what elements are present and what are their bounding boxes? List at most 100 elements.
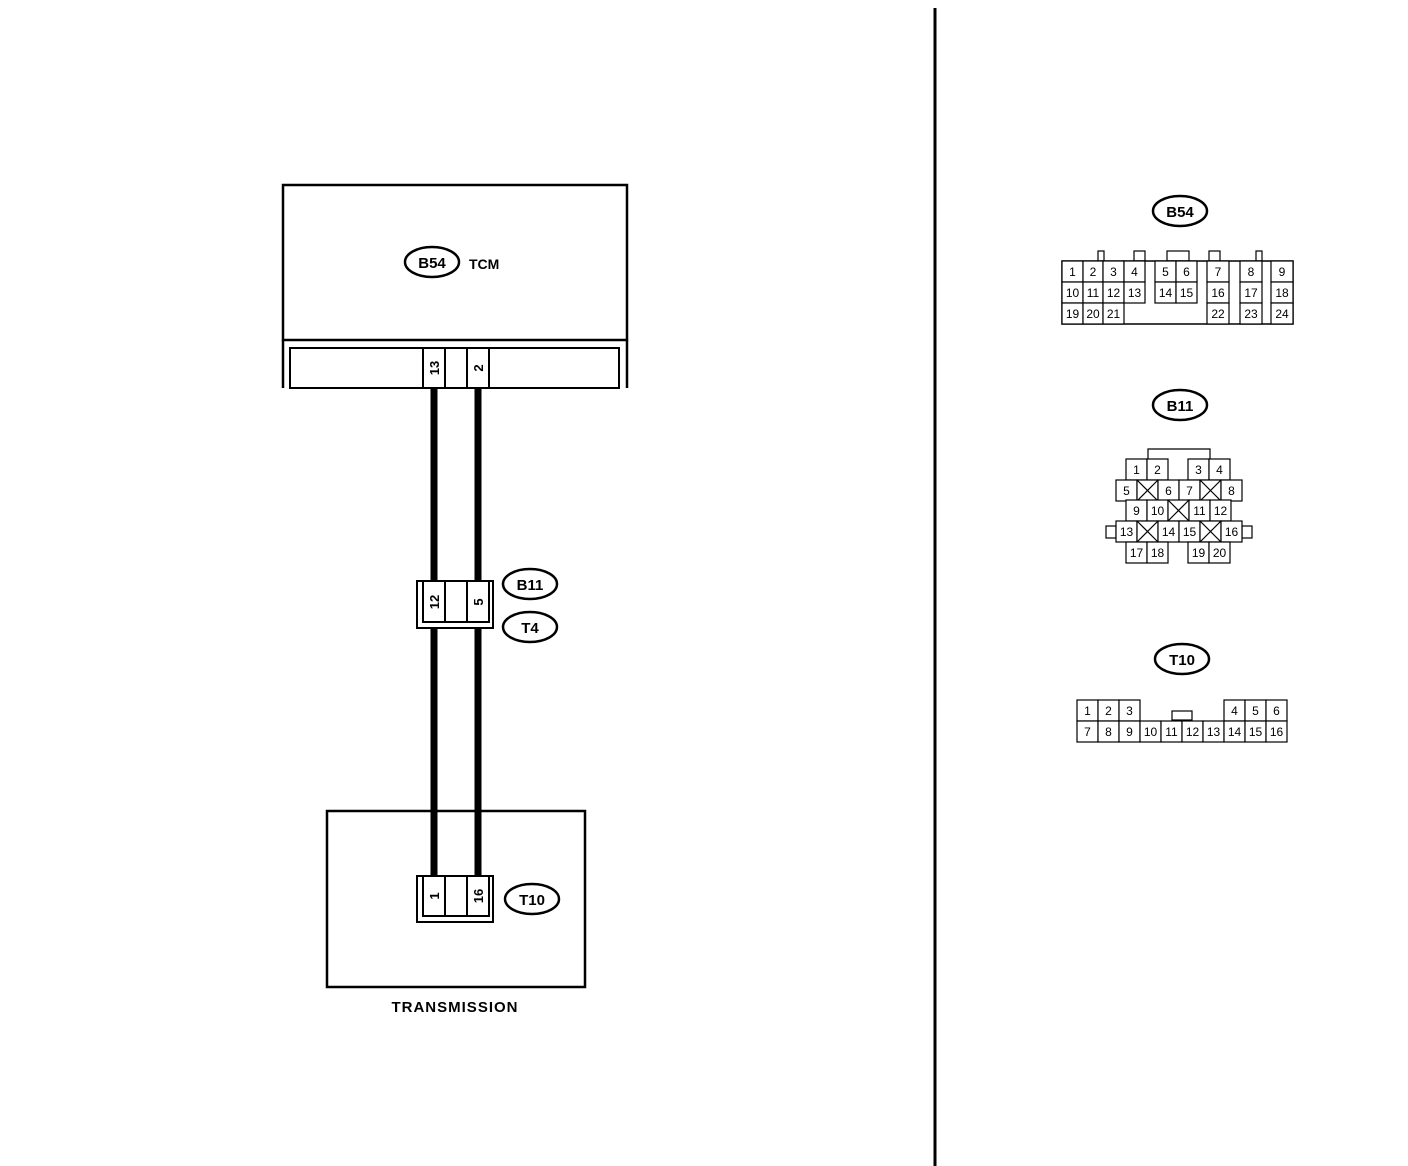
joint-connector: 12 5 B11 T4 xyxy=(416,567,559,644)
b11-cavity-label: 10 xyxy=(1151,504,1165,518)
b54-cavity xyxy=(1102,302,1125,325)
blank-cavity-mark xyxy=(1136,520,1159,543)
t4-connector-badge xyxy=(501,610,559,644)
b54-cavity-label: 22 xyxy=(1211,307,1225,321)
b54-cavity xyxy=(1239,302,1263,325)
b54-cavity-label: 14 xyxy=(1159,286,1173,300)
b11-cavity-label: 14 xyxy=(1162,525,1176,539)
t10-cavity-label: 15 xyxy=(1249,725,1263,739)
b11-cavity-label: 6 xyxy=(1165,484,1172,498)
b11-cavity-label: 9 xyxy=(1133,504,1140,518)
tcm-connector-label: B54 xyxy=(418,255,446,272)
t10-connector-label: T10 xyxy=(519,892,545,909)
tcm-pin-2: 2 xyxy=(471,364,486,371)
b11-cavity xyxy=(1220,520,1243,543)
b54-cavity-label: 24 xyxy=(1275,307,1289,321)
b11-cavity-label: 13 xyxy=(1120,525,1134,539)
t10-cavity-label: 6 xyxy=(1273,704,1280,718)
b11-cavity xyxy=(1146,541,1169,564)
b54-cavity-label: 13 xyxy=(1128,286,1142,300)
b54-cavity xyxy=(1175,281,1198,304)
b54-cavity-label: 21 xyxy=(1107,307,1121,321)
b54-cavity xyxy=(1206,302,1230,325)
blank-cavity-mark xyxy=(1199,479,1222,502)
b11-face-badge xyxy=(1151,388,1209,422)
b54-cavity-label: 7 xyxy=(1215,265,1222,279)
b11-cavity-label: 18 xyxy=(1151,546,1165,560)
b11-cavity-label: 7 xyxy=(1186,484,1193,498)
b11-cavity-label: 5 xyxy=(1123,484,1130,498)
joint-pin-12: 12 xyxy=(427,595,442,609)
t10-cavity-label: 8 xyxy=(1105,725,1112,739)
b54-cavity-label: 15 xyxy=(1180,286,1194,300)
tcm-name-label: TCM xyxy=(469,256,499,272)
tcm-pin-13: 13 xyxy=(427,361,442,375)
b11-cavity-label: 19 xyxy=(1192,546,1206,560)
t10-cavity-label: 13 xyxy=(1207,725,1221,739)
b54-cavity-label: 5 xyxy=(1162,265,1169,279)
b54-cavity-label: 18 xyxy=(1275,286,1289,300)
b11-cavity-label: 3 xyxy=(1195,463,1202,477)
t4-connector-label: T4 xyxy=(521,620,539,637)
t10-cavity-label: 12 xyxy=(1186,725,1200,739)
b54-cavity-label: 11 xyxy=(1087,286,1100,300)
t10-cavity-label: 10 xyxy=(1144,725,1158,739)
b54-face-label: B54 xyxy=(1166,204,1194,221)
b11-connector-label: B11 xyxy=(517,577,544,594)
t10-cavity-label: 1 xyxy=(1084,704,1091,718)
transmission-label: TRANSMISSION xyxy=(391,999,518,1016)
b11-cavity-label: 16 xyxy=(1225,525,1239,539)
b11-cavity-label: 2 xyxy=(1154,463,1161,477)
b54-cavity-label: 17 xyxy=(1244,286,1258,300)
t10-cavity-label: 7 xyxy=(1084,725,1091,739)
b54-cavity-label: 23 xyxy=(1244,307,1258,321)
t10-cavity-label: 11 xyxy=(1165,725,1178,739)
b54-cavity-label: 9 xyxy=(1279,265,1286,279)
b54-cavity-label: 20 xyxy=(1086,307,1100,321)
b54-cavity-label: 8 xyxy=(1248,265,1255,279)
t10-cavity-label: 4 xyxy=(1231,704,1238,718)
b11-cavity-label: 12 xyxy=(1214,504,1228,518)
b54-cavity-label: 12 xyxy=(1107,286,1121,300)
b11-cavity-label: 11 xyxy=(1193,504,1206,518)
b54-cavity-label: 2 xyxy=(1090,265,1097,279)
b54-cavity-label: 10 xyxy=(1066,286,1080,300)
b54-cavity-label: 4 xyxy=(1131,265,1138,279)
tcm-connector-badge xyxy=(403,245,461,279)
b54-cavity xyxy=(1123,281,1146,304)
t10-cavity-label: 2 xyxy=(1105,704,1112,718)
harness-wires xyxy=(430,388,482,876)
b11-cavity-label: 8 xyxy=(1228,484,1235,498)
b11-cavity-label: 4 xyxy=(1216,463,1223,477)
b11-cavity xyxy=(1208,541,1231,564)
b11-connector-badge xyxy=(501,567,559,601)
t10-connector-badge xyxy=(503,882,561,916)
t10-cavity xyxy=(1265,720,1288,743)
t10-cavity-label: 16 xyxy=(1270,725,1284,739)
blank-cavity-mark xyxy=(1136,479,1159,502)
b54-cavity-label: 1 xyxy=(1069,265,1076,279)
b54-cavity-label: 19 xyxy=(1066,307,1080,321)
t10-face-badge xyxy=(1153,642,1211,676)
t10-pin-1: 1 xyxy=(427,892,442,899)
blank-cavity-mark xyxy=(1199,520,1222,543)
joint-pin-5: 5 xyxy=(471,598,486,605)
b11-face-label: B11 xyxy=(1167,398,1194,415)
t10-cavity-label: 14 xyxy=(1228,725,1242,739)
t10-pin-16: 16 xyxy=(471,889,486,903)
t10-face-label: T10 xyxy=(1169,652,1195,669)
b54-cavity xyxy=(1270,302,1294,325)
blank-cavity-mark xyxy=(1167,499,1190,522)
t10-cavity-label: 5 xyxy=(1252,704,1259,718)
t10-cavity-label: 9 xyxy=(1126,725,1133,739)
b54-cavity-label: 3 xyxy=(1110,265,1117,279)
b11-cavity-label: 20 xyxy=(1213,546,1227,560)
tcm-module: B54 TCM 13 2 xyxy=(281,183,629,389)
transmission-module: 1 16 T10 TRANSMISSION xyxy=(325,809,587,1016)
